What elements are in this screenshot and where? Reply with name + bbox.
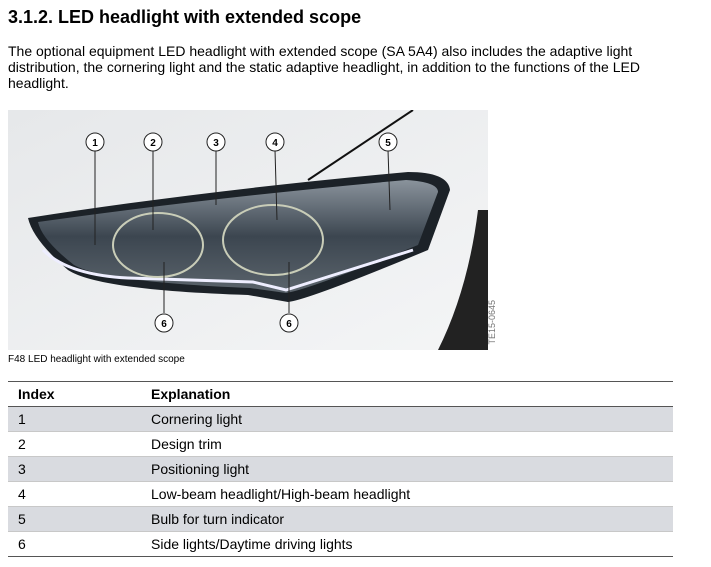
callout-1: 1 — [85, 132, 105, 152]
intro-paragraph: The optional equipment LED headlight wit… — [8, 43, 640, 91]
svg-text:6: 6 — [286, 319, 292, 330]
figure-code: TE15-0645 — [487, 300, 497, 345]
header-index: Index — [8, 381, 141, 407]
cell-explanation: Low-beam headlight/High-beam headlight — [141, 481, 673, 507]
svg-text:5: 5 — [385, 138, 391, 149]
callout-3: 3 — [206, 132, 226, 152]
cell-index: 3 — [8, 456, 141, 482]
cell-explanation: Positioning light — [141, 456, 673, 482]
svg-text:3: 3 — [213, 138, 219, 149]
cell-explanation: Side lights/Daytime driving lights — [141, 531, 673, 557]
cell-explanation: Design trim — [141, 431, 673, 457]
svg-text:2: 2 — [150, 138, 156, 149]
callout-5: 5 — [378, 132, 398, 152]
svg-text:1: 1 — [92, 138, 98, 149]
cell-index: 5 — [8, 506, 141, 532]
section-title: 3.1.2. LED headlight with extended scope — [8, 7, 362, 27]
cell-index: 1 — [8, 406, 141, 432]
figure-caption: F48 LED headlight with extended scope — [8, 354, 185, 365]
svg-text:4: 4 — [272, 138, 278, 149]
callout-6b: 6 — [279, 313, 299, 333]
headlight-figure: 1 2 3 4 5 6 6 — [8, 109, 488, 350]
cell-index: 2 — [8, 431, 141, 457]
callout-2: 2 — [143, 132, 163, 152]
cell-explanation: Cornering light — [141, 406, 673, 432]
headlight-illustration: 1 2 3 4 5 6 6 — [8, 109, 488, 350]
cell-index: 6 — [8, 531, 141, 557]
callout-4: 4 — [265, 132, 285, 152]
cell-index: 4 — [8, 481, 141, 507]
callout-6a: 6 — [154, 313, 174, 333]
header-explanation: Explanation — [141, 381, 673, 407]
svg-text:6: 6 — [161, 319, 167, 330]
cell-explanation: Bulb for turn indicator — [141, 506, 673, 532]
callout-markers: 1 2 3 4 5 6 6 — [85, 132, 398, 333]
